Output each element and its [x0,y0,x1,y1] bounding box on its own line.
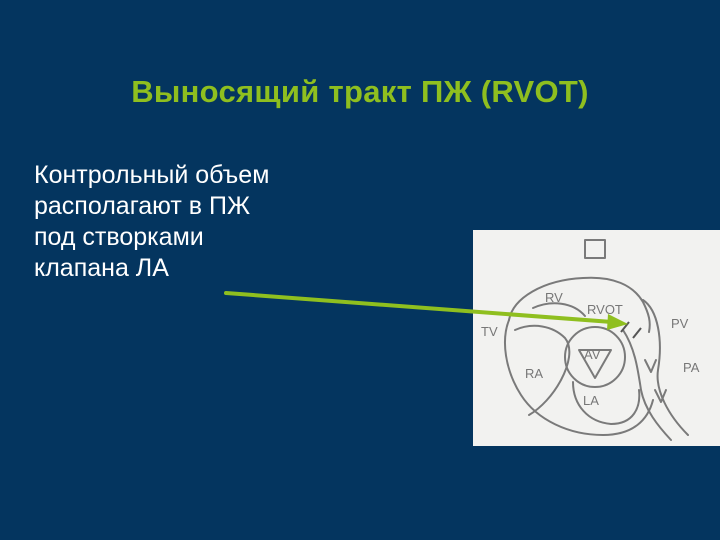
label-ra: RA [525,366,543,381]
label-la: LA [583,393,599,408]
label-av: AV [584,347,601,362]
aortic-valve-triangle [578,349,612,379]
body-line: располагают в ПЖ [34,192,251,220]
pulmonary-valve-leaflet [620,321,630,333]
atrial-wall [514,324,571,416]
flow-arrow [644,359,657,373]
label-pv: PV [671,316,689,331]
slide-title: Выносящий тракт ПЖ (RVOT) [131,74,589,109]
label-rv: RV [545,290,563,305]
heart-diagram: RV RVOT PV TV AV RA PA LA [473,230,720,446]
rv-wall [532,302,586,317]
heart-outline-bottom [504,319,654,436]
body-line: под створками [34,223,204,251]
label-rvot: RVOT [587,302,623,317]
pulmonary-artery-inner [622,329,672,441]
left-atrium-contour [572,381,641,425]
flow-arrow [654,389,667,403]
pulmonary-artery-outer [642,299,689,436]
aortic-root-circle [564,326,626,388]
body-text: Контрольный объем располагают в ПЖ под с… [34,160,269,284]
pulmonary-valve-leaflet [632,327,642,339]
body-line: клапана ЛА [34,254,169,282]
heart-diagram-drawing: RV RVOT PV TV AV RA PA LA [481,239,700,441]
transducer-box [584,239,606,259]
label-tv: TV [481,324,498,339]
body-line: Контрольный объем [34,161,270,189]
label-pa: PA [683,360,700,375]
